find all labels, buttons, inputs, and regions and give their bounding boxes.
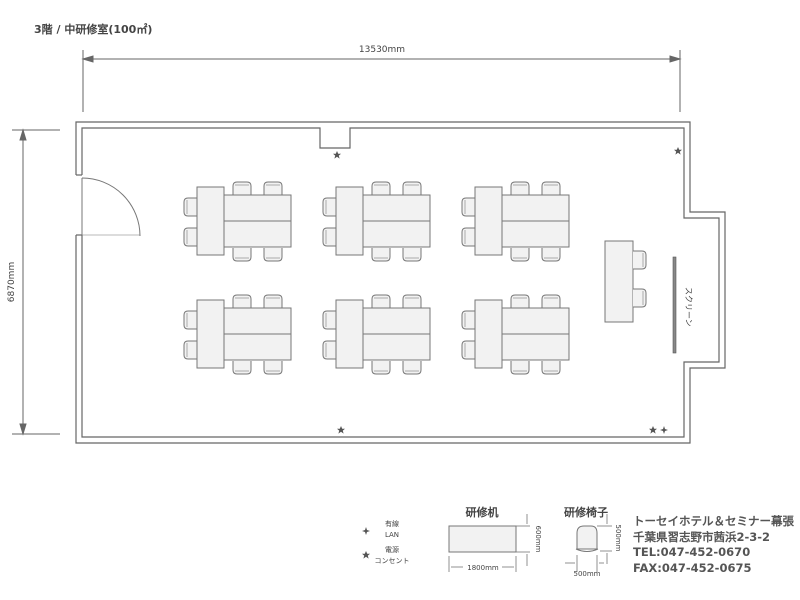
page-title: 3階 / 中研修室(100㎡) [34,22,152,36]
chair [541,181,561,196]
desk-group [322,181,431,262]
width-label: 13530mm [359,45,405,55]
lan-port-icon [660,426,668,434]
desk-width-label: 1800mm [467,564,499,572]
chair [461,197,476,217]
desk-group [461,181,570,262]
chair-legend-title: 研修椅子 [564,505,608,519]
chair [371,181,391,196]
chair [541,247,561,262]
desk [335,299,364,369]
chair [263,294,283,309]
chair [183,227,198,247]
chair [402,247,422,262]
chair [232,247,252,262]
power-outlet-icon [337,426,345,434]
chair [263,360,283,375]
desk-group [322,294,431,375]
chair [541,360,561,375]
desk-legend-shape [448,525,517,553]
chair [510,294,530,309]
chair [322,227,337,247]
desk [362,220,431,248]
desk [362,194,431,222]
power-outlet-icon [649,426,657,434]
chair [510,181,530,196]
desk [501,194,570,222]
height-dimension [12,128,60,436]
instructor-desk [604,240,647,323]
chair [402,181,422,196]
chair [183,340,198,360]
power-outlet-icon [362,551,370,559]
desk [501,307,570,335]
desk [362,307,431,335]
desk [335,186,364,256]
company-fax: FAX:047-452-0675 [633,561,751,575]
desk [474,186,503,256]
desk [362,333,431,361]
desk [501,333,570,361]
desk-group [461,294,570,375]
chair [371,294,391,309]
room-walls [75,121,726,444]
desk-legend-title: 研修机 [466,505,499,519]
door [81,177,141,237]
chair [322,340,337,360]
desk [223,194,292,222]
desk [501,220,570,248]
company-tel: TEL:047-452-0670 [633,545,750,559]
power-legend-label: コンセント [375,557,410,565]
chair [461,227,476,247]
desk-groups [183,181,570,375]
chair-legend-shape [575,525,599,552]
desk [223,220,292,248]
chair [371,247,391,262]
desk-depth-label: 600mm [534,526,542,553]
desk [223,333,292,361]
desk [223,307,292,335]
desk-group [183,181,292,262]
company-address: 千葉県習志野市茜浜2-3-2 [633,530,770,544]
power-legend-label: 電源 [385,545,399,554]
chair [183,197,198,217]
chair [322,197,337,217]
chair [541,294,561,309]
lan-legend-label: 有線 [385,519,399,528]
screen-label: スクリーン [684,287,693,327]
chair [510,247,530,262]
chair [183,310,198,330]
desk [196,186,225,256]
chair [232,181,252,196]
lan-port-icon [362,527,370,535]
desk [196,299,225,369]
power-outlet-icon [674,147,682,155]
chair-depth-label: 500mm [614,525,622,552]
chair [402,360,422,375]
lan-legend-label: LAN [385,531,399,539]
desk-group [183,294,292,375]
chair [461,340,476,360]
chair-width-label: 500mm [574,570,601,578]
chair [232,360,252,375]
desk [474,299,503,369]
chair [322,310,337,330]
screen [672,256,677,354]
company-name: トーセイホテル＆セミナー幕張 [633,514,794,528]
chair [402,294,422,309]
chair [232,294,252,309]
chair [510,360,530,375]
width-dimension [81,50,682,112]
chair [263,247,283,262]
chair [371,360,391,375]
chair [461,310,476,330]
power-outlet-icon [333,151,341,159]
height-label: 6870mm [7,262,17,302]
chair [263,181,283,196]
